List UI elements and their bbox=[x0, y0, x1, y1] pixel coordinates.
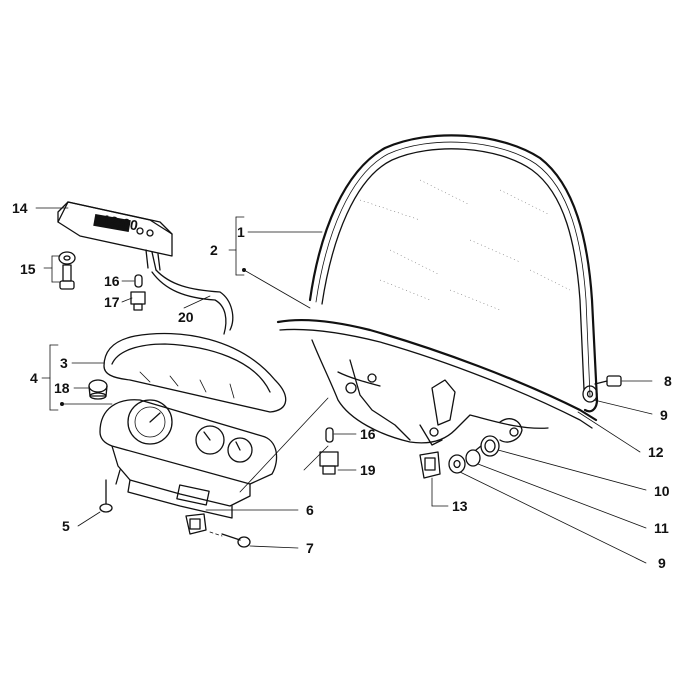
instrument-cover-3 bbox=[103, 332, 287, 413]
callout-15: 15 bbox=[20, 261, 36, 277]
instrument-panel bbox=[99, 399, 278, 519]
callout-7: 7 bbox=[306, 540, 314, 556]
fairing-bracket bbox=[311, 339, 549, 446]
callout-20: 20 bbox=[178, 309, 194, 325]
spacer-11 bbox=[465, 449, 481, 467]
callout-17: 17 bbox=[104, 294, 120, 310]
clock-display-text: 12:00 bbox=[101, 211, 139, 233]
bracket-6 bbox=[185, 513, 207, 535]
callout-14: 14 bbox=[12, 200, 28, 216]
screw-8 bbox=[594, 375, 622, 387]
callout-18: 18 bbox=[54, 380, 70, 396]
windshield bbox=[276, 134, 599, 429]
bulb-socket-17 bbox=[130, 291, 146, 311]
callout-9b: 9 bbox=[658, 555, 666, 571]
clock-module-14 bbox=[57, 201, 234, 335]
callout-16b: 16 bbox=[360, 426, 376, 442]
grommet-15 bbox=[58, 251, 76, 265]
callout-11: 11 bbox=[654, 520, 669, 536]
callout-10: 10 bbox=[654, 483, 670, 499]
callout-9a: 9 bbox=[660, 407, 668, 423]
callout-2: 2 bbox=[210, 242, 218, 258]
windshield-glass bbox=[359, 179, 571, 311]
callout-12: 12 bbox=[648, 444, 664, 460]
screw-5 bbox=[99, 479, 113, 513]
bulb-socket-19 bbox=[319, 451, 339, 475]
callout-6: 6 bbox=[306, 502, 314, 518]
callout-1: 1 bbox=[237, 224, 245, 240]
callout-4: 4 bbox=[30, 370, 38, 386]
callout-3: 3 bbox=[60, 355, 68, 371]
callout-5: 5 bbox=[62, 518, 70, 534]
grommet-10 bbox=[475, 435, 500, 457]
callout-8: 8 bbox=[664, 373, 672, 389]
bulb-16b bbox=[325, 427, 334, 443]
callout-numbers: 14 15 16 17 20 1 2 3 4 18 5 6 7 16 19 13… bbox=[12, 200, 672, 571]
callout-16a: 16 bbox=[104, 273, 120, 289]
callout-19: 19 bbox=[360, 462, 376, 478]
clip-13 bbox=[419, 451, 441, 479]
screw-7 bbox=[221, 533, 251, 548]
leader-lines bbox=[35, 207, 653, 564]
bulb-16a bbox=[134, 274, 143, 288]
washer-9a bbox=[582, 385, 598, 403]
bolt-15 bbox=[59, 264, 75, 290]
plug-18 bbox=[88, 379, 108, 400]
washer-9b bbox=[448, 454, 466, 474]
callout-13: 13 bbox=[452, 498, 468, 514]
